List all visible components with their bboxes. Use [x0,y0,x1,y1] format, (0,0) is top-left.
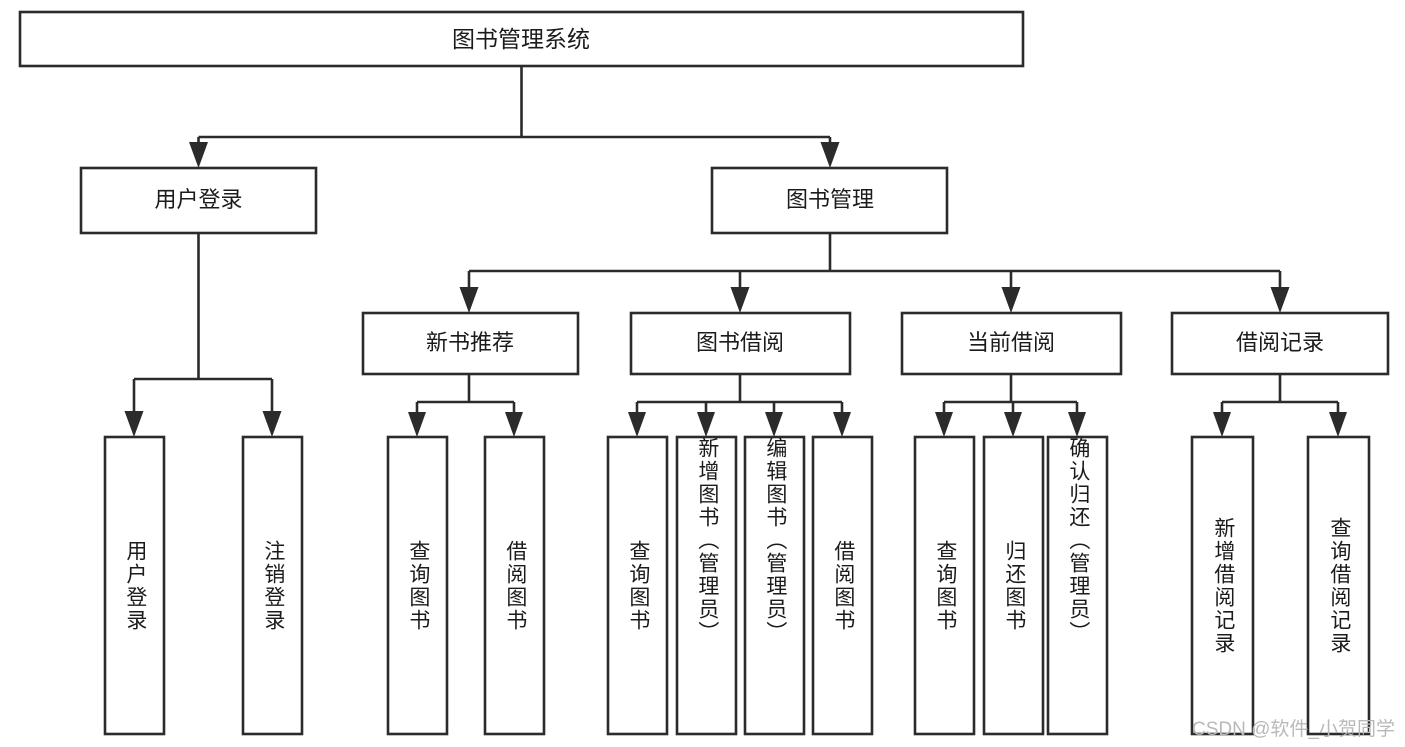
connector-currentborrow-to-leaves [935,374,1086,437]
arrow-head-icon [189,142,208,168]
arrow-head-icon [1001,287,1021,313]
arrow-head-icon [1068,412,1086,437]
node-root[interactable]: 图书管理系统 [18,10,1025,68]
arrow-head-icon [1213,412,1231,437]
connector-newbook-to-leaves [408,374,523,437]
leaf-boxes-current-borrow [913,435,1109,736]
arrow-head-icon [833,412,851,437]
node-label: 用户登录 [154,187,242,212]
leaf-box[interactable] [241,435,304,736]
connector-booksmgmt-to-level3 [459,233,1290,313]
arrow-head-icon [935,412,953,437]
leaf-box[interactable] [743,435,806,736]
node-book-management[interactable]: 图书管理 [710,166,949,235]
leaf-box[interactable] [811,435,874,736]
node-label: 图书管理 [786,187,874,212]
connector-root-to-level2 [189,66,840,168]
arrow-head-icon [1329,412,1347,437]
arrow-head-icon [820,142,840,168]
node-box[interactable] [79,166,318,235]
arrow-head-icon [730,287,750,313]
leaf-box[interactable] [913,435,976,736]
leaf-box[interactable] [483,435,546,736]
node-book-borrow[interactable]: 图书借阅 [629,311,852,376]
arrow-head-icon [124,411,144,437]
node-current-borrow[interactable]: 当前借阅 [900,311,1123,376]
arrow-head-icon [408,412,426,437]
arrow-head-icon [459,287,479,313]
arrow-head-icon [505,412,523,437]
leaf-box[interactable] [103,435,166,736]
node-label: 新书推荐 [426,330,514,355]
node-box[interactable] [18,10,1025,68]
leaf-box[interactable] [386,435,449,736]
node-label-root: 图书管理系统 [452,26,590,52]
node-box[interactable] [361,311,580,376]
leaf-boxes-new-book [386,435,546,736]
leaf-boxes-book-borrow [606,435,874,736]
leaf-boxes-user-login [103,435,304,736]
node-box[interactable] [900,311,1123,376]
arrow-head-icon [697,412,715,437]
leaf-box[interactable] [606,435,669,736]
node-user-login[interactable]: 用户登录 [79,166,318,235]
leaf-box[interactable] [1306,435,1371,736]
connector-borrowrecord-to-leaves [1213,374,1347,437]
connector-userlogin-to-leaves [124,233,282,437]
node-new-book-recommend[interactable]: 新书推荐 [361,311,580,376]
arrow-head-icon [1270,287,1290,313]
node-label: 借阅记录 [1236,330,1324,355]
arrow-head-icon [1004,412,1022,437]
leaf-boxes-borrow-record [1190,435,1371,736]
connector-bookborrow-to-leaves [628,374,851,437]
arrow-head-icon [628,412,646,437]
node-borrow-record[interactable]: 借阅记录 [1170,311,1390,376]
leaf-box[interactable] [1190,435,1255,736]
leaf-box[interactable] [1046,435,1109,736]
leaf-box[interactable] [982,435,1045,736]
leaf-box[interactable] [675,435,738,736]
arrow-head-icon [262,411,282,437]
node-box[interactable] [1170,311,1390,376]
node-box[interactable] [629,311,852,376]
node-label: 图书借阅 [696,330,784,355]
arrow-head-icon [765,412,783,437]
node-label: 当前借阅 [967,330,1055,355]
node-box[interactable] [710,166,949,235]
